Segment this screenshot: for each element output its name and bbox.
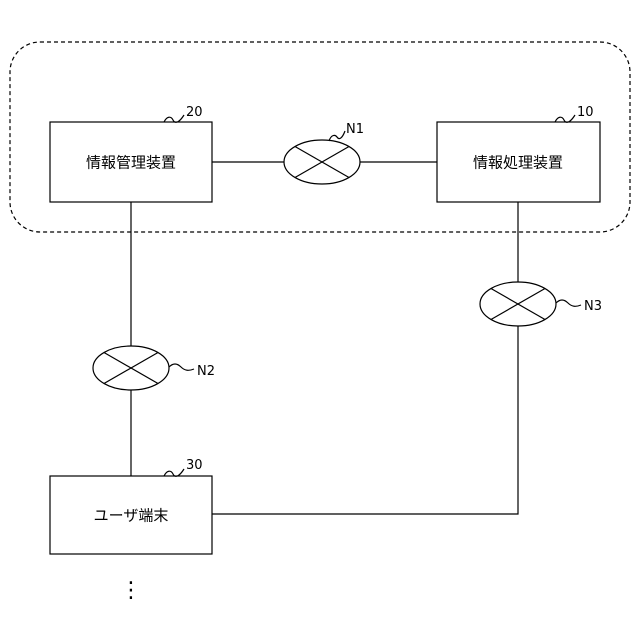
ref-number: 20	[186, 105, 203, 120]
device-label: 情報処理装置	[473, 154, 563, 172]
network-leader	[169, 364, 194, 370]
network-leader	[556, 300, 581, 306]
network-n1: N1	[284, 122, 364, 184]
network-leader	[329, 131, 345, 141]
continuation-ellipsis: ⋮	[120, 578, 142, 603]
device-label: 情報管理装置	[86, 154, 176, 172]
ref-number: 10	[577, 105, 594, 120]
device-info-management: 情報管理装置 20	[50, 105, 212, 202]
network-label: N2	[197, 364, 215, 379]
network-n3: N3	[480, 282, 602, 326]
device-label: ユーザ端末	[94, 507, 169, 525]
ref-leader	[164, 469, 184, 476]
ref-leader	[555, 115, 575, 122]
connector-n3-30	[212, 326, 518, 514]
network-n2: N2	[93, 346, 215, 390]
ref-leader	[164, 115, 184, 122]
network-label: N3	[584, 299, 602, 314]
network-label: N1	[346, 122, 364, 137]
device-info-processing: 情報処理装置 10	[437, 105, 600, 202]
ref-number: 30	[186, 458, 203, 473]
